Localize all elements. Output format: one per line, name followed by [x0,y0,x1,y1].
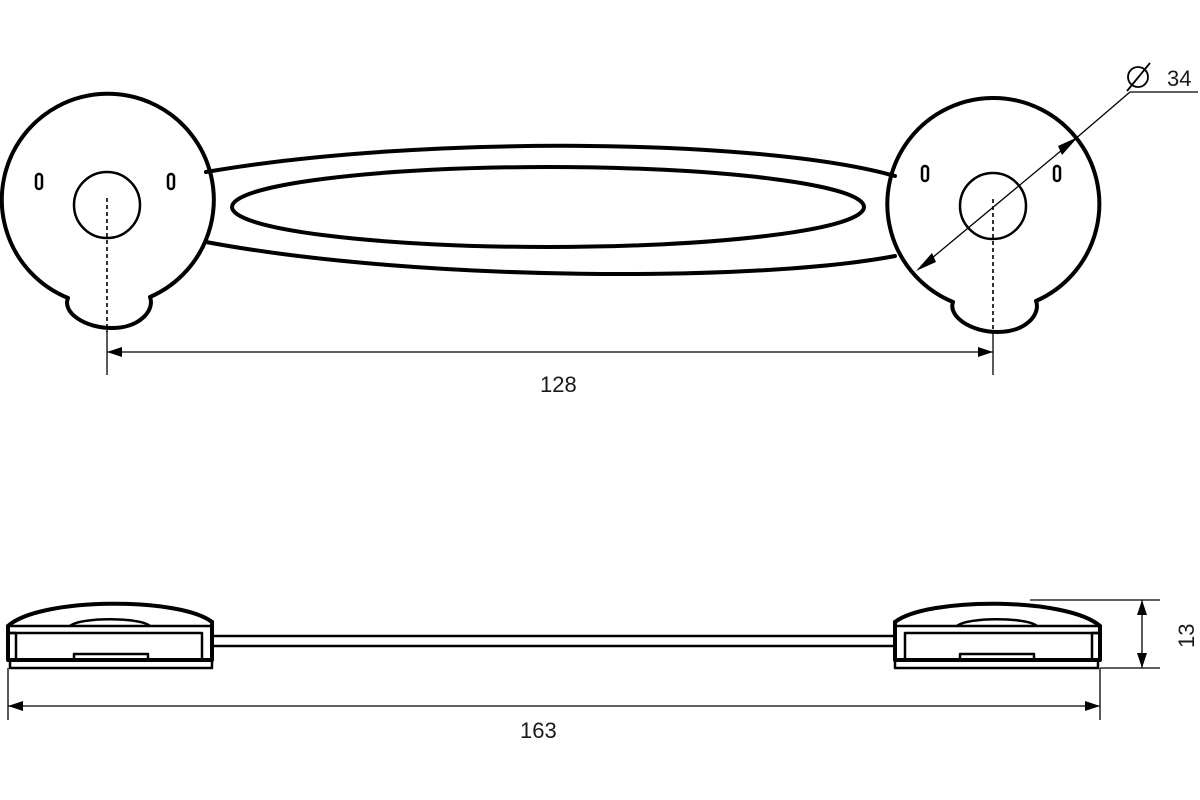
diameter-value: 34 [1167,66,1191,91]
overall-length-dimension: 163 [7,668,1101,743]
right-rosette-slot-a [920,164,930,183]
handle-outer-outline [204,143,897,277]
height-dimension: 13 [1030,599,1199,669]
right-rosette-slot-b [1052,164,1062,183]
left-rosette-slot-a [34,172,44,191]
right-rosette-hole [958,171,1028,241]
left-rosette-side [6,601,214,670]
diameter-dimension: 34 [916,62,1198,271]
handle-slot-outline [230,165,866,249]
right-rosette [885,95,1102,334]
height-value: 13 [1174,624,1199,648]
hole-spacing-value: 128 [540,372,577,397]
right-rosette-side [893,601,1102,670]
left-rosette [0,91,216,332]
left-rosette-slot-b [166,172,176,191]
hole-spacing-dimension: 128 [106,330,994,397]
left-rosette-hole [72,170,142,240]
overall-length-value: 163 [520,718,557,743]
diameter-symbol-icon [1126,62,1151,92]
side-view: 13 163 [6,599,1199,743]
top-view: 34 128 [0,62,1198,397]
